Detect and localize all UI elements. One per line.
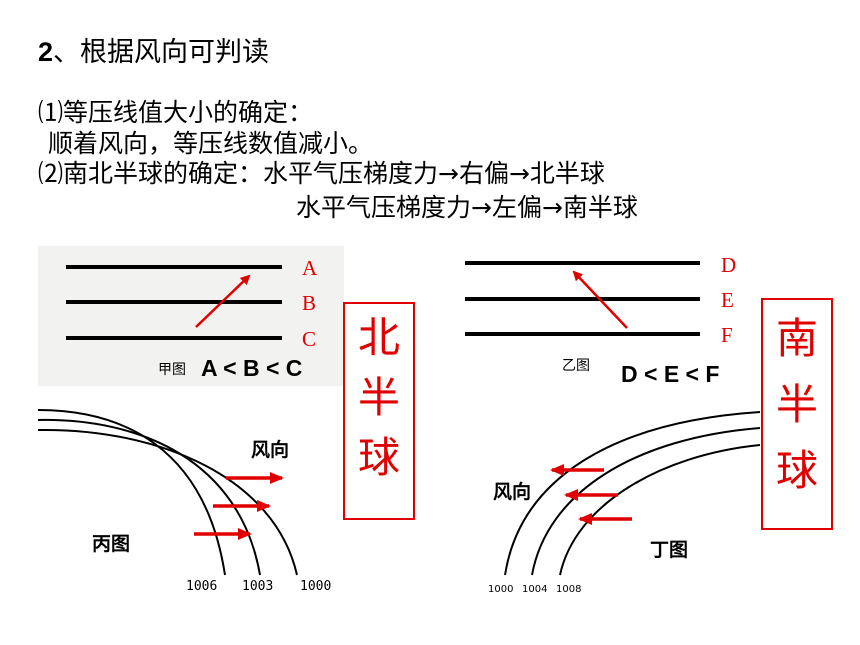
figure-jia-wind-arrow bbox=[195, 274, 251, 328]
figure-yi-label-f: F bbox=[721, 323, 733, 347]
south-box-char-3: 球 bbox=[775, 446, 818, 495]
figure-yi-wind-arrow bbox=[572, 270, 628, 329]
figure-ding-wind-arrows bbox=[550, 464, 632, 525]
figure-jia-relation: A < B < C bbox=[201, 355, 302, 381]
figure-yi-caption: 乙图 bbox=[562, 358, 590, 374]
figure-bing-isobar-1003: 1003 bbox=[242, 579, 273, 594]
figure-yi-label-e: E bbox=[721, 288, 734, 312]
item1-title: ⑴等压线值大小的确定： bbox=[38, 98, 314, 127]
figure-ding-isobar-1008: 1008 bbox=[556, 584, 581, 595]
figure-ding-isobar-1004: 1004 bbox=[522, 584, 547, 595]
figure-jia-isobars bbox=[66, 265, 282, 340]
item2-row: ⑵南北半球的确定：水平气压梯度力→右偏→北半球 bbox=[38, 154, 605, 190]
item2-north-rule: 水平气压梯度力→右偏→北半球 bbox=[263, 159, 605, 188]
figure-yi-isobars bbox=[465, 261, 700, 336]
figure-bing-isobars bbox=[37, 409, 298, 576]
south-box-char-1: 南 bbox=[775, 314, 818, 363]
figure-jia-caption: 甲图 bbox=[158, 362, 186, 378]
item2-title: ⑵南北半球的确定： bbox=[38, 159, 264, 188]
figure-yi-label-d: D bbox=[721, 253, 736, 277]
figure-bing-caption: 丙图 bbox=[92, 533, 130, 555]
north-hemisphere-box: 北 半 球 bbox=[343, 302, 415, 520]
item2-south-rule: 水平气压梯度力→左偏→南半球 bbox=[296, 193, 638, 222]
figure-ding-isobars bbox=[504, 411, 761, 576]
figure-bing-wind-label: 风向 bbox=[251, 438, 289, 461]
item1-rule: 顺着风向，等压线数值减小。 bbox=[48, 129, 374, 158]
figure-yi-relation: D < E < F bbox=[621, 361, 719, 387]
north-box-char-1: 北 bbox=[357, 313, 400, 362]
figure-bing-wind-arrows bbox=[194, 472, 284, 540]
figure-bing-isobar-1000: 1000 bbox=[300, 579, 331, 594]
figure-jia-background bbox=[38, 246, 344, 386]
south-hemisphere-box: 南 半 球 bbox=[761, 298, 833, 530]
north-box-char-2: 半 bbox=[357, 373, 400, 422]
figure-jia-label-b: B bbox=[302, 291, 316, 315]
figure-jia-label-c: C bbox=[302, 327, 316, 351]
heading-text: 、根据风向可判读 bbox=[53, 37, 270, 68]
figure-ding-caption: 丁图 bbox=[650, 539, 688, 561]
south-box-char-2: 半 bbox=[775, 380, 818, 429]
slide-heading: 2、根据风向可判读 bbox=[38, 30, 269, 69]
figure-bing-isobar-1006: 1006 bbox=[186, 579, 217, 594]
figure-ding-isobar-1000: 1000 bbox=[488, 584, 513, 595]
figure-ding-wind-label: 风向 bbox=[493, 480, 531, 503]
figure-jia-label-a: A bbox=[302, 256, 318, 280]
heading-number: 2 bbox=[38, 37, 54, 67]
north-box-char-3: 球 bbox=[357, 433, 400, 482]
